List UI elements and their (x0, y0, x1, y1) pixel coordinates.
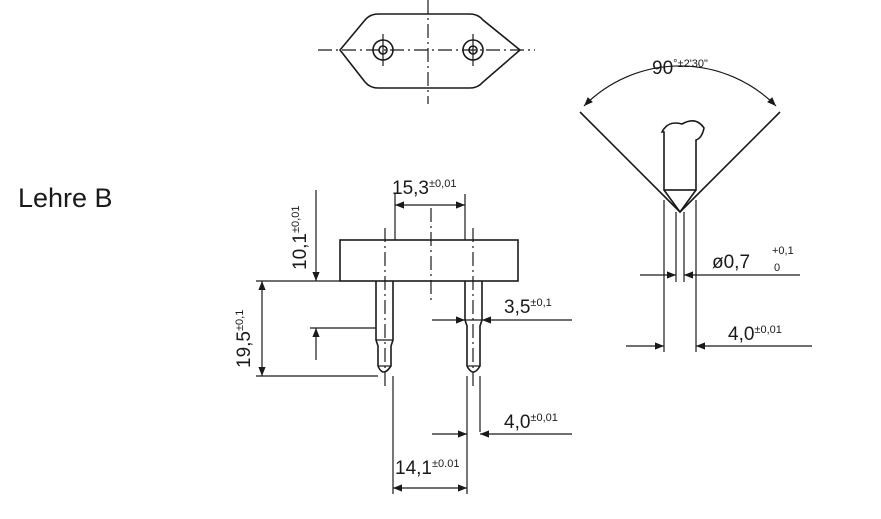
dim-3-5-tol: ±0,1 (530, 297, 551, 309)
dim-4-0-detail-tol: ±0,01 (754, 324, 781, 336)
dim-14-1-tol: ±0.01 (432, 458, 459, 470)
dim-4-0-detail-value: 4,0 (728, 324, 754, 345)
detail-pin-body (660, 120, 705, 191)
dim-14-1: 14,1±0.01 (395, 458, 459, 479)
svg-text:14,1±0.01: 14,1±0.01 (395, 458, 459, 479)
dim-angle-value: 90 (652, 58, 673, 79)
dim-diameter: ø0,7 +0,1 0 (712, 245, 794, 274)
dim-10-1-tol: ±0,01 (290, 206, 302, 233)
svg-text:90°±2'30": 90°±2'30" (652, 58, 708, 79)
svg-text:4,0±0,01: 4,0±0,01 (504, 412, 558, 433)
dim-diameter-value: ø0,7 (712, 252, 750, 273)
dim-10-1: 10,1±0,01 (290, 206, 311, 270)
dim-15-3-value: 15,3 (392, 178, 429, 199)
dim-diameter-tol-upper: +0,1 (772, 245, 794, 257)
pin-left (375, 281, 394, 373)
dim-3-5-value: 3,5 (504, 297, 530, 318)
dim-angle-tol: °±2'30" (673, 58, 708, 70)
dim-4-0-pin-value: 4,0 (504, 412, 530, 433)
dim-19-5: 19,5±0,1 (234, 310, 255, 368)
detail-view-pin-tip: 90°±2'30" ø0,7 +0,1 0 4,0±0,01 (579, 58, 812, 352)
svg-text:4,0±0,01: 4,0±0,01 (728, 324, 782, 345)
dim-14-1-value: 14,1 (395, 458, 432, 479)
dim-19-5-tol: ±0,1 (234, 310, 246, 331)
dim-angle: 90°±2'30" (652, 58, 708, 79)
dim-10-1-value: 10,1 (290, 233, 311, 270)
svg-text:15,3±0,01: 15,3±0,01 (392, 178, 456, 199)
dim-diameter-tol-lower: 0 (774, 262, 780, 274)
svg-text:19,5±0,1: 19,5±0,1 (234, 310, 255, 368)
top-view-plug-face (318, 0, 535, 104)
side-view-gauge: 15,3±0,01 10,1±0,01 19,5±0,1 3,5±0,1 4,0… (234, 178, 572, 494)
gauge-label: Lehre B (18, 183, 113, 213)
dim-15-3-tol: ±0,01 (429, 178, 456, 190)
dim-15-3: 15,3±0,01 (392, 178, 456, 199)
dim-4-0-pin: 4,0±0,01 (504, 412, 558, 433)
svg-text:3,5±0,1: 3,5±0,1 (504, 297, 552, 318)
dim-4-0-detail: 4,0±0,01 (728, 324, 782, 345)
svg-text:10,1±0,01: 10,1±0,01 (290, 206, 311, 270)
dim-4-0-pin-tol: ±0,01 (530, 412, 557, 424)
dim-3-5: 3,5±0,1 (504, 297, 552, 318)
dim-19-5-value: 19,5 (234, 331, 255, 368)
gauge-body (339, 239, 519, 282)
